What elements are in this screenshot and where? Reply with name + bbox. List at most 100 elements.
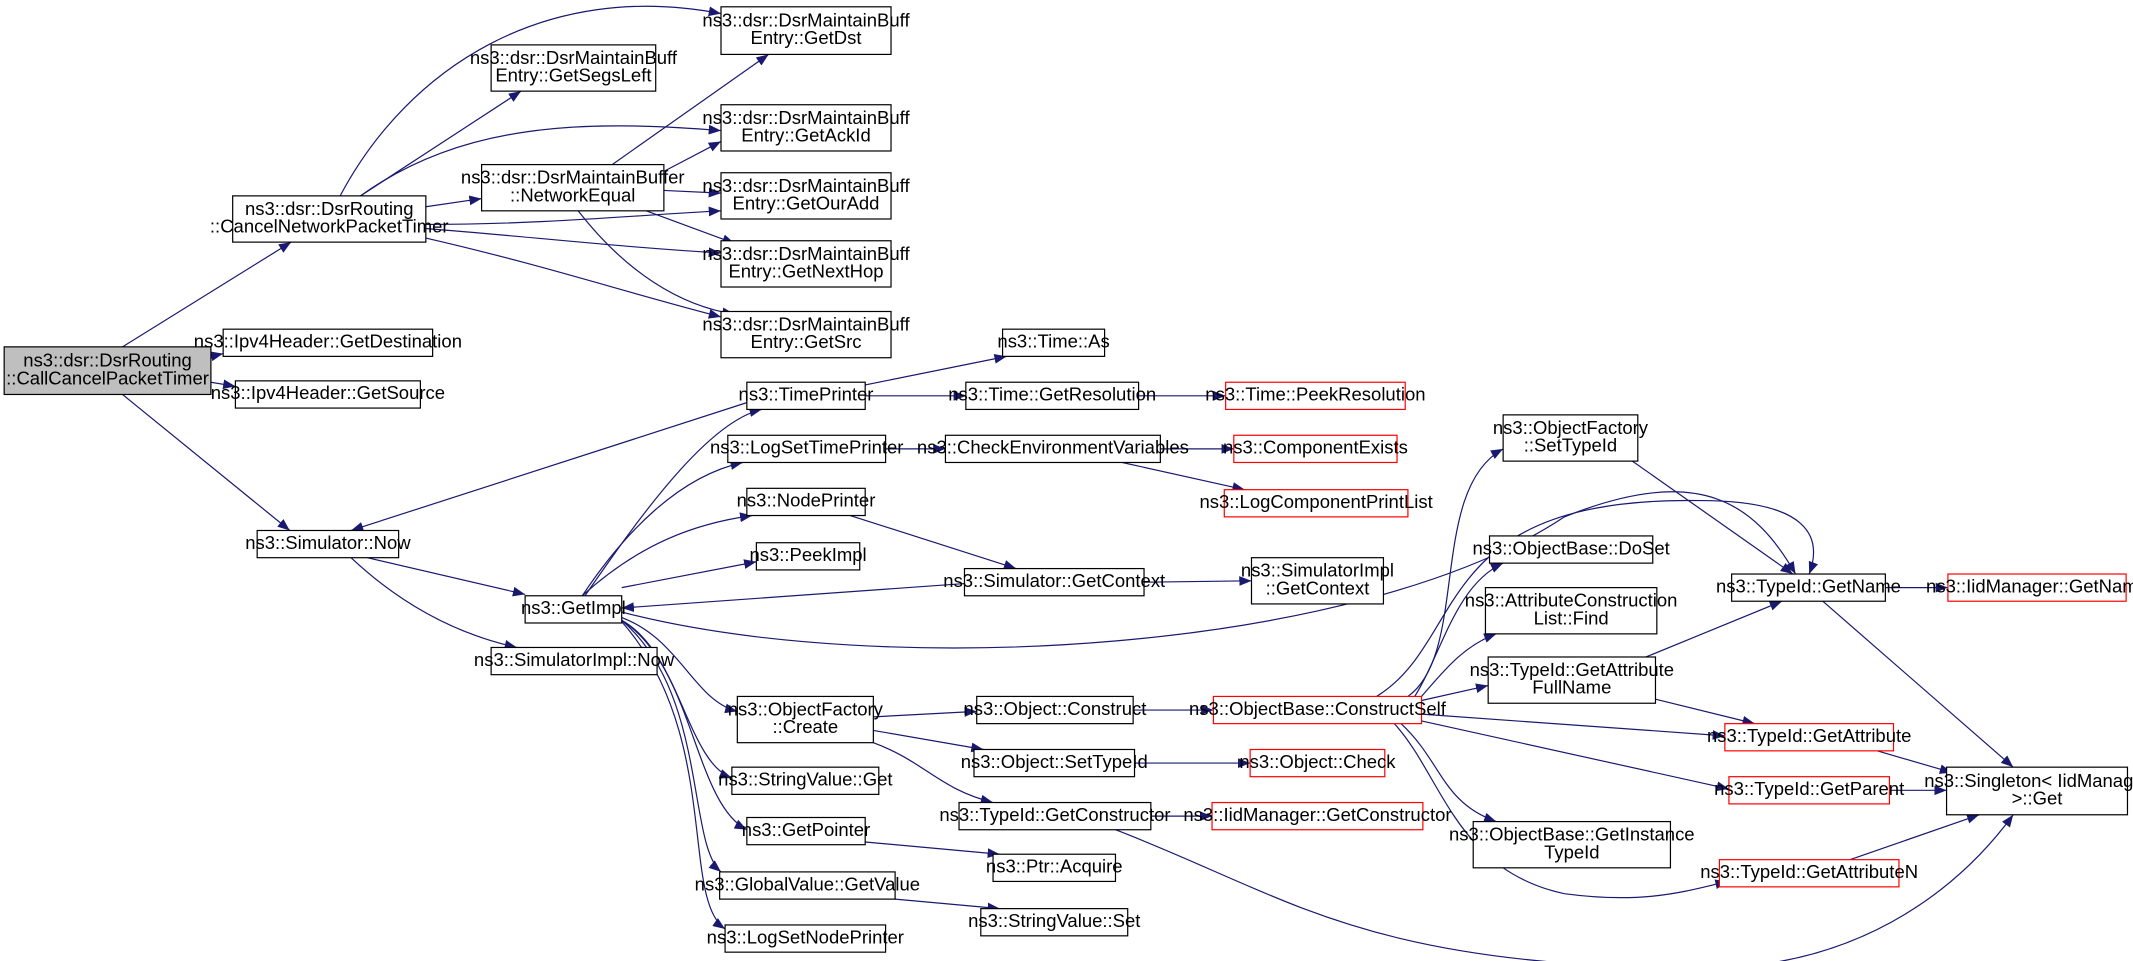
edge-obConstructSelf-to-tidGetAttributeN — [1393, 723, 1728, 899]
node-getPointer[interactable]: ns3::GetPointer — [742, 816, 870, 846]
node-box — [973, 748, 1136, 778]
node-gvGetValue[interactable]: ns3::GlobalValue::GetValue — [695, 871, 920, 900]
node-box — [727, 434, 887, 464]
node-timePrinter[interactable]: ns3::TimePrinter — [739, 381, 874, 411]
node-tidGetAttribute[interactable]: ns3::TypeId::GetAttribute — [1707, 723, 1911, 752]
node-box — [1488, 535, 1654, 564]
node-root[interactable]: ns3::dsr::DsrRouting::CallCancelPacketTi… — [3, 346, 212, 396]
node-ofSetTypeId[interactable]: ns3::ObjectFactory::SetTypeId — [1493, 414, 1649, 462]
node-logSetNodePrinter[interactable]: ns3::LogSetNodePrinter — [707, 924, 904, 953]
node-label: ns3::IidManager::GetName — [1926, 575, 2133, 596]
node-ipv4Dst[interactable]: ns3::Ipv4Header::GetDestination — [194, 328, 462, 357]
edge-tidGetAttrFullName-to-tidGetName — [1645, 600, 1783, 658]
node-label: Entry::GetAckId — [741, 124, 870, 145]
node-ofCreate[interactable]: ns3::ObjectFactory::Create — [728, 695, 884, 744]
node-iidGetName[interactable]: ns3::IidManager::GetName — [1926, 573, 2133, 602]
node-label: ::CancelNetworkPacketTimer — [210, 216, 449, 237]
edge-cancelNet-to-getDst — [339, 5, 722, 197]
node-objCheck[interactable]: ns3::Object::Check — [1239, 748, 1396, 778]
edges-layer — [122, 5, 2014, 961]
node-singletonGet[interactable]: ns3::Singleton< IidManager >::Get — [1924, 766, 2133, 816]
node-label: ns3::dsr::DsrMaintainBuff — [702, 10, 910, 31]
node-label: ns3::ObjectBase::ConstructSelf — [1189, 698, 1447, 719]
edge-timePrinter-to-simNow — [350, 402, 748, 532]
edge-getImpl-to-strValGet — [621, 619, 733, 779]
node-getImpl[interactable]: ns3::GetImpl — [521, 595, 626, 624]
node-label: ns3::TypeId::GetParent — [1714, 778, 1904, 799]
edge-getPointer-to-ptrAcquire — [865, 841, 1000, 858]
node-label: ns3::Ipv4Header::GetDestination — [194, 331, 462, 352]
node-label: ::Create — [772, 716, 838, 737]
edge-cancelNet-to-getSrc — [425, 237, 722, 319]
node-label: ns3::LogComponentPrintList — [1199, 491, 1432, 512]
node-box — [944, 434, 1161, 464]
node-netEqual[interactable]: ns3::dsr::DsrMaintainBuffer::NetworkEqua… — [461, 163, 685, 212]
edge-netEqual-to-getSrc — [577, 210, 735, 318]
node-box — [1502, 414, 1639, 462]
edge-getImpl-to-logSetTimePrinter — [581, 460, 743, 597]
node-tidGetName[interactable]: ns3::TypeId::GetName — [1716, 573, 1901, 602]
edge-getImpl-to-timePrinter — [584, 407, 762, 597]
node-label: ns3::GlobalValue::GetValue — [695, 873, 920, 894]
node-peekImpl[interactable]: ns3::PeekImpl — [749, 542, 867, 571]
node-label: ns3::LogSetTimePrinter — [710, 437, 904, 458]
node-nodePrinter[interactable]: ns3::NodePrinter — [737, 487, 876, 517]
node-strValSet[interactable]: ns3::StringValue::Set — [968, 908, 1140, 937]
node-simImplNow[interactable]: ns3::SimulatorImpl::Now — [474, 646, 675, 676]
node-strValGet[interactable]: ns3::StringValue::Get — [718, 766, 893, 795]
node-label: ns3::Time::PeekResolution — [1205, 384, 1425, 405]
node-compExists[interactable]: ns3::ComponentExists — [1223, 434, 1408, 464]
node-box — [481, 163, 665, 212]
edge-simGetContext-to-simImplGetContext — [1144, 576, 1252, 586]
node-logSetTimePrinter[interactable]: ns3::LogSetTimePrinter — [710, 434, 904, 464]
node-objSetTypeId[interactable]: ns3::Object::SetTypeId — [961, 748, 1148, 778]
node-label: ns3::TypeId::GetAttribute — [1470, 659, 1674, 680]
node-box — [1731, 573, 1886, 602]
node-ptrAcquire[interactable]: ns3::Ptr::Acquire — [986, 853, 1123, 883]
node-getOurAdd[interactable]: ns3::dsr::DsrMaintainBuffEntry::GetOurAd… — [702, 172, 910, 220]
node-getNextHop[interactable]: ns3::dsr::DsrMaintainBuffEntry::GetNextH… — [702, 240, 910, 288]
node-simNow[interactable]: ns3::Simulator::Now — [245, 529, 411, 559]
node-cancelNet[interactable]: ns3::dsr::DsrRouting::CancelNetworkPacke… — [210, 195, 449, 243]
node-checkEnv[interactable]: ns3::CheckEnvironmentVariables — [917, 434, 1189, 464]
node-timePeekRes[interactable]: ns3::Time::PeekResolution — [1205, 381, 1426, 411]
node-box — [1472, 820, 1672, 869]
node-tidGetParent[interactable]: ns3::TypeId::GetParent — [1714, 776, 1904, 805]
node-box — [976, 695, 1134, 725]
node-tidGetConstructor[interactable]: ns3::TypeId::GetConstructor — [939, 801, 1171, 831]
node-label: ns3::TypeId::GetName — [1716, 575, 1901, 596]
node-obDoSet[interactable]: ns3::ObjectBase::DoSet — [1473, 535, 1670, 564]
node-simImplGetContext[interactable]: ns3::SimulatorImpl::GetContext — [1241, 557, 1394, 605]
node-box — [1947, 573, 2127, 602]
node-label: Entry::GetDst — [751, 27, 862, 48]
node-label: Entry::GetSegsLeft — [495, 65, 651, 86]
node-box — [720, 6, 892, 56]
node-box — [1728, 776, 1891, 805]
node-box — [3, 346, 212, 396]
node-logCompPrint[interactable]: ns3::LogComponentPrintList — [1199, 489, 1433, 518]
node-obConstructSelf[interactable]: ns3::ObjectBase::ConstructSelf — [1189, 695, 1447, 725]
node-simGetContext[interactable]: ns3::Simulator::GetContext — [943, 567, 1165, 597]
node-ipv4Src[interactable]: ns3::Ipv4Header::GetSource — [211, 380, 445, 409]
node-label: ns3::TypeId::GetAttributeN — [1700, 861, 1918, 882]
node-iidGetConstructor[interactable]: ns3::IidManager::GetConstructor — [1183, 801, 1452, 831]
node-objConstruct[interactable]: ns3::Object::Construct — [964, 695, 1147, 725]
node-box — [746, 487, 866, 517]
node-timeAs[interactable]: ns3::Time::As — [997, 328, 1110, 357]
node-getSegsLeft[interactable]: ns3::dsr::DsrMaintainBuffEntry::GetSegsL… — [470, 44, 678, 92]
edge-getImpl-to-peekImpl — [621, 559, 757, 589]
node-label: List::Find — [1534, 607, 1609, 628]
node-label: ns3::dsr::DsrMaintainBuff — [470, 47, 678, 68]
node-tidGetAttributeN[interactable]: ns3::TypeId::GetAttributeN — [1700, 859, 1918, 888]
edge-gvGetValue-to-strValSet — [895, 898, 1000, 913]
node-timeGetRes[interactable]: ns3::Time::GetResolution — [948, 381, 1156, 411]
node-label: ns3::Time::GetResolution — [948, 384, 1156, 405]
edge-ofCreate-to-objSetTypeId — [873, 729, 984, 753]
node-box — [1212, 695, 1423, 725]
